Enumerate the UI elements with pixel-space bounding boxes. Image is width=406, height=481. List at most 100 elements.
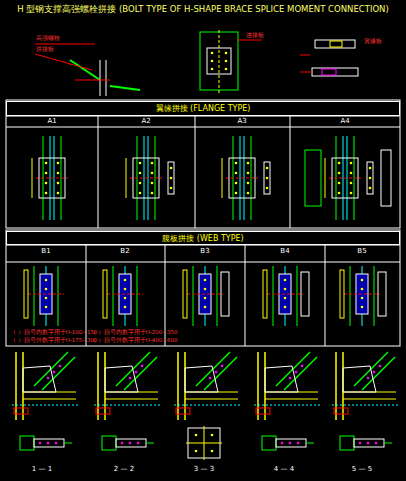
member-line <box>273 266 274 326</box>
member-line <box>325 158 326 198</box>
member-line <box>50 136 51 220</box>
plate-outline <box>6 100 400 228</box>
bolt-symbol <box>211 68 214 71</box>
bolt-symbol <box>151 172 154 175</box>
bolt-symbol <box>151 182 154 185</box>
bolt-symbol <box>369 167 372 170</box>
cell-header: A1 <box>47 118 56 126</box>
bolt-symbol <box>373 371 376 374</box>
member-line <box>384 443 392 444</box>
bolt-symbol <box>124 297 127 300</box>
bolt-symbol <box>45 279 48 282</box>
member-line <box>174 405 240 406</box>
section-band: 腹板拼接 (WEB TYPE) <box>6 231 400 245</box>
member-line <box>290 116 291 228</box>
member-line <box>144 136 145 220</box>
plate-outline <box>312 68 358 76</box>
member-line <box>335 352 337 420</box>
plate-outline <box>367 162 373 194</box>
bolt-symbol <box>225 52 228 55</box>
bolt-symbol <box>139 182 142 185</box>
bolt-symbol <box>225 68 228 71</box>
member-line <box>374 266 375 326</box>
bolt-symbol <box>121 442 124 445</box>
cell-header: B1 <box>41 248 50 256</box>
member-line <box>300 55 310 56</box>
bolt-symbol <box>221 365 224 368</box>
bolt-symbol <box>45 182 48 185</box>
bolt-symbol <box>135 371 138 374</box>
bolt-symbol <box>338 172 341 175</box>
bolt-symbol <box>45 192 48 195</box>
member-line <box>137 266 138 326</box>
member-line <box>32 158 33 198</box>
bolt-symbol <box>361 297 364 300</box>
member-line <box>126 158 127 198</box>
bolt-symbol <box>301 365 304 368</box>
bolt-symbol <box>151 162 154 165</box>
cell-header: B3 <box>200 248 209 256</box>
bolt-symbol <box>266 187 269 190</box>
bolt-symbol <box>361 279 364 282</box>
bolt-symbol <box>289 442 292 445</box>
member-line <box>186 443 222 444</box>
member-line <box>113 266 114 326</box>
bolt-symbol <box>295 371 298 374</box>
member-line <box>344 294 380 295</box>
plate-outline <box>14 408 28 414</box>
plate-outline <box>332 158 358 198</box>
bolt-symbol <box>204 279 207 282</box>
bolt-symbol <box>204 306 207 309</box>
note-text: （ ）括号外数字用于H-175~300 <box>10 337 97 343</box>
member-line <box>110 86 140 90</box>
bolt-symbol <box>53 371 56 374</box>
bolt-symbol <box>235 182 238 185</box>
member-line <box>267 294 303 295</box>
plate-outline <box>24 270 28 318</box>
bolt-symbol <box>129 377 132 380</box>
plate-outline <box>301 272 309 316</box>
plate-outline <box>262 436 276 450</box>
member-line <box>35 44 95 45</box>
bolt-symbol <box>211 450 214 453</box>
member-line <box>35 54 92 70</box>
plate-outline <box>168 162 174 194</box>
plate-outline <box>263 270 267 318</box>
bolt-symbol <box>350 192 353 195</box>
member-line <box>12 405 78 406</box>
member-line <box>70 60 100 80</box>
member-line <box>64 443 72 444</box>
member-line <box>297 266 298 326</box>
bolt-symbol <box>139 162 142 165</box>
bolt-symbol <box>211 434 214 437</box>
bolt-symbol <box>57 192 60 195</box>
cell-header: B2 <box>120 248 129 256</box>
gusset-plate <box>265 366 298 392</box>
plate-outline <box>340 436 354 450</box>
note-text: （ ）括号内数字用于H-100~150 <box>10 329 97 335</box>
sheet-title: H 型钢支撑高强螺栓拼接 (BOLT TYPE OF H-SHAPE BRACE… <box>17 5 389 14</box>
cell-header: A3 <box>237 118 246 126</box>
plate-outline <box>264 162 270 194</box>
bolt-symbol <box>215 371 218 374</box>
bolt-symbol <box>338 182 341 185</box>
member-line <box>23 399 76 400</box>
member-line <box>245 245 246 346</box>
bolt-symbol <box>350 162 353 165</box>
member-line <box>107 294 143 295</box>
section-label: 5 — 5 <box>352 466 372 474</box>
bolt-symbol <box>45 306 48 309</box>
member-line <box>238 40 262 41</box>
bolt-symbol <box>338 162 341 165</box>
callout-text: 拼接板 <box>36 46 54 53</box>
bolt-symbol <box>266 167 269 170</box>
bolt-symbol <box>124 306 127 309</box>
member-line <box>146 443 154 444</box>
member-line <box>265 399 318 400</box>
section-label: 3 — 3 <box>194 466 214 474</box>
gusset-plate <box>105 366 138 392</box>
member-line <box>240 136 241 220</box>
band-heading: 翼缘拼接 (FLANGE TYPE) <box>156 103 251 114</box>
bolt-symbol <box>139 172 142 175</box>
bolt-symbol <box>284 279 287 282</box>
